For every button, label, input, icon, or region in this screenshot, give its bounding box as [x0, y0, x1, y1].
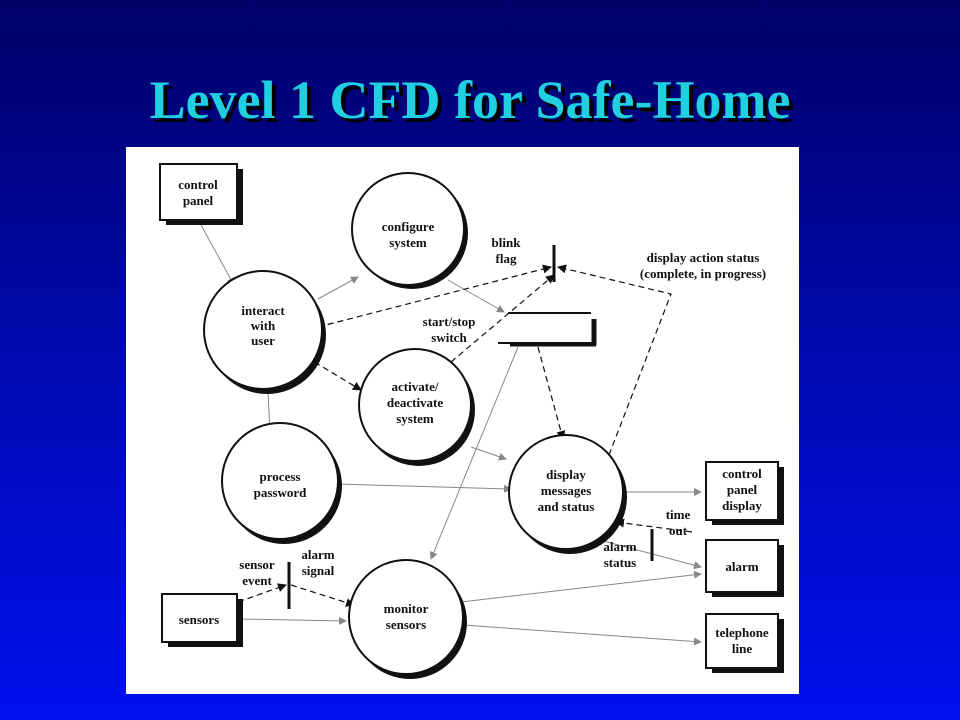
svg-text:sensors: sensors	[179, 612, 219, 627]
flow-password-to-display	[335, 483, 512, 493]
ctrl-alarmsignal-to-monitor	[290, 584, 355, 607]
ctrl-activate-to-blinkflag	[450, 274, 555, 363]
svg-text:alarm: alarm	[725, 559, 758, 574]
entity-alarm: alarm	[705, 539, 784, 597]
flow-panel-to-interact	[200, 224, 235, 286]
ctrl-timeout-to-display	[615, 518, 693, 533]
ctrl-sensors-to-alarmsignal	[237, 583, 287, 603]
entity-sensors: sensors	[161, 593, 243, 647]
flow-configure-to-switch	[447, 279, 505, 313]
flow-display-to-alarm	[595, 538, 702, 570]
flow-switch-to-monitor	[429, 346, 519, 560]
start-stop-switch-store	[498, 312, 597, 347]
ctrl-interact-to-blinkflag	[317, 264, 552, 328]
label-display-action-status: display action status(complete, in progr…	[640, 250, 766, 281]
flow-sensors-to-monitor	[237, 616, 347, 625]
flow-activate-to-display	[470, 446, 507, 461]
flow-interact-to-configure	[317, 276, 359, 300]
ctrl-switch-to-display	[537, 346, 566, 440]
flow-monitor-to-alarm	[460, 570, 702, 603]
ctrl-display-to-blinkflag	[557, 264, 672, 456]
flow-monitor-to-telephone	[462, 624, 702, 646]
slide-title: Level 1 CFD for Safe-Home	[149, 70, 791, 130]
